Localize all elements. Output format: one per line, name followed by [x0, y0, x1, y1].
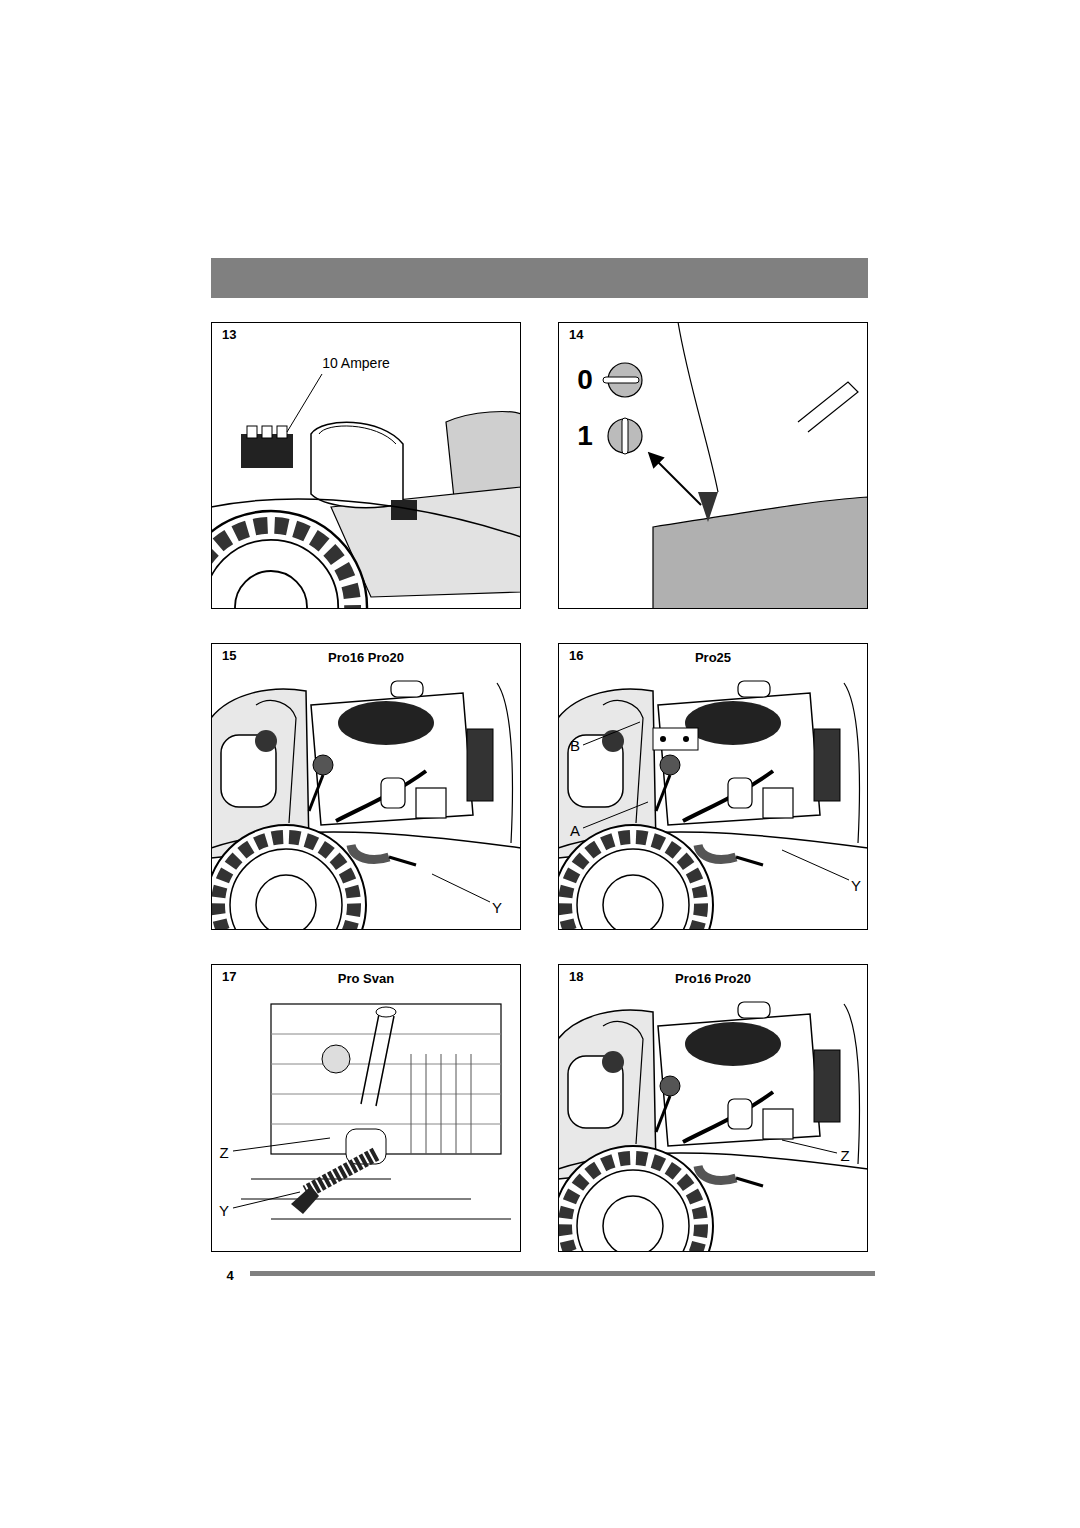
figure-panel: 15Pro16 Pro20	[211, 643, 521, 930]
ignition-switch-illustration	[603, 322, 868, 609]
callout-label: 1	[577, 422, 593, 450]
oil-drain-illustration	[241, 1004, 511, 1219]
figure-number: 15	[222, 649, 236, 663]
page-number: 4	[226, 1269, 233, 1282]
model-title: Pro16 Pro20	[559, 972, 867, 986]
model-title: Pro16 Pro20	[212, 651, 520, 665]
leader-lines	[233, 374, 849, 1208]
callout-label: 0	[577, 366, 593, 394]
callout-label: Y	[492, 900, 502, 915]
figure-panel: 18Pro16 Pro20	[558, 964, 868, 1252]
callout-label: B	[570, 738, 580, 753]
callout-label: A	[570, 823, 580, 838]
model-title: Pro Svan	[212, 972, 520, 986]
figure-panel: 16Pro25	[558, 643, 868, 930]
figure-number: 17	[222, 970, 236, 984]
engine-illustration	[558, 1002, 868, 1251]
figure-number: 18	[569, 970, 583, 984]
callout-label: Y	[851, 878, 861, 893]
footer-rule	[250, 1271, 875, 1276]
figure-number: 13	[222, 328, 236, 342]
callout-label: Z	[840, 1148, 849, 1163]
figure-number: 14	[569, 328, 583, 342]
header-bar	[211, 258, 868, 298]
engine-illustration	[211, 681, 521, 930]
figure-panel: 14	[558, 322, 868, 609]
engine-illustration	[558, 681, 868, 930]
figure-number: 16	[569, 649, 583, 663]
callout-label: 10 Ampere	[322, 356, 390, 370]
model-title: Pro25	[559, 651, 867, 665]
callout-label: Z	[219, 1145, 228, 1160]
callout-label: Y	[219, 1203, 229, 1218]
battery-fuse-illustration	[211, 412, 521, 609]
figure-panel: 17Pro Svan	[211, 964, 521, 1252]
